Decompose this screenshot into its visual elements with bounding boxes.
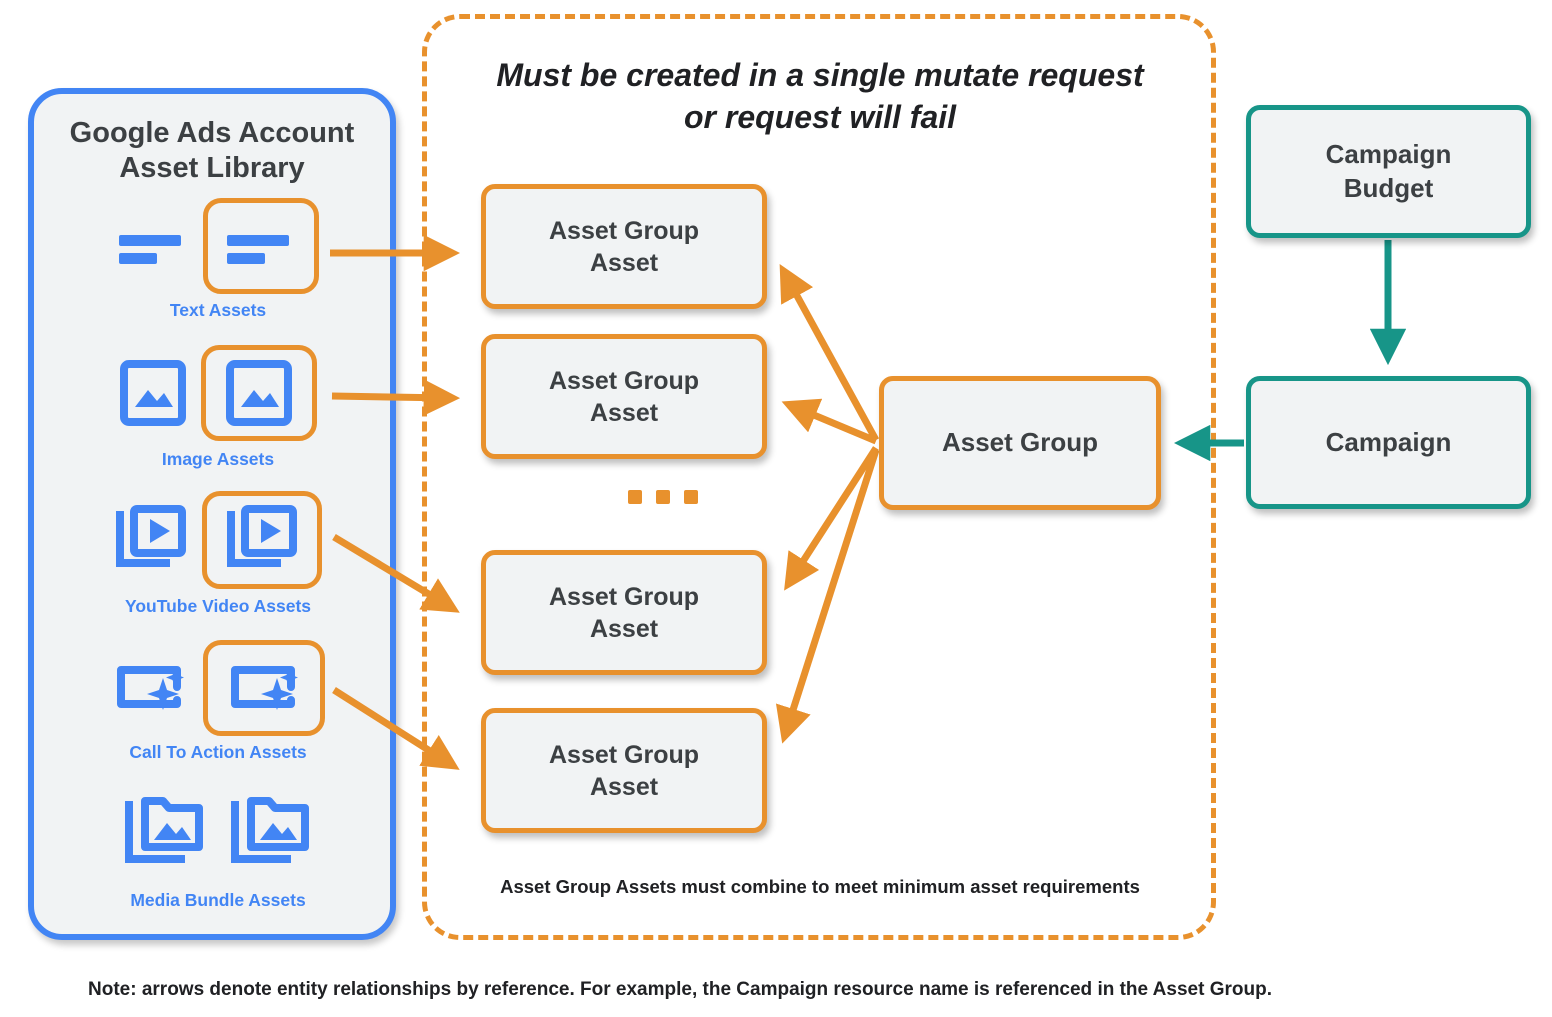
asset-group-asset-node-2-label: Asset Group Asset [549, 365, 699, 429]
single-mutate-request-container [422, 14, 1216, 940]
sidebar-item-text-assets[interactable]: Text Assets [0, 198, 424, 320]
arrow-asset-group-to-asset-3 [784, 446, 879, 591]
sidebar-item-label-media-bundle-assets: Media Bundle Assets [130, 890, 306, 910]
arrow-asset-group-to-asset-2 [781, 398, 878, 445]
sidebar-title: Google Ads Account Asset Library [40, 116, 384, 187]
campaign-budget-node[interactable]: Campaign Budget [1246, 105, 1531, 238]
asset-group-asset-node-1-label: Asset Group Asset [549, 215, 699, 279]
campaign-node[interactable]: Campaign [1246, 376, 1531, 509]
text-asset-icon [117, 221, 189, 271]
asset-group-asset-node-3-line2: Asset [589, 614, 659, 643]
sidebar-item-image-assets[interactable]: Image Assets [0, 345, 424, 469]
asset-group-asset-node-4-label: Asset Group Asset [549, 739, 699, 803]
media-bundle-asset-icon-2 [229, 793, 313, 871]
mutate-container-title-line2: or request will fail [683, 98, 957, 135]
asset-group-asset-node-3-label: Asset Group Asset [549, 581, 699, 645]
video-asset-icon [114, 505, 188, 575]
campaign-budget-node-label: Campaign Budget [1326, 138, 1452, 205]
asset-group-asset-node-2-line1: Asset Group [548, 366, 700, 395]
sidebar-item-label-call-to-action-assets: Call To Action Assets [129, 742, 307, 762]
mutate-container-title: Must be created in a single mutate reque… [440, 55, 1200, 138]
video-asset-icon-selected[interactable] [202, 491, 322, 589]
sidebar-title-line1: Google Ads Account [69, 117, 355, 149]
call-to-action-asset-icon-selected[interactable] [203, 640, 325, 736]
ellipsis-dot-2 [656, 490, 670, 504]
asset-group-asset-node-2-line2: Asset [589, 398, 659, 427]
sidebar-item-label-youtube-video-assets: YouTube Video Assets [124, 596, 312, 616]
asset-group-node-label: Asset Group [941, 427, 1099, 458]
mutate-container-footnote: Asset Group Assets must combine to meet … [500, 876, 1140, 897]
google-ads-asset-library-panel [28, 88, 396, 940]
asset-group-node[interactable]: Asset Group [879, 376, 1161, 510]
asset-group-asset-node-1-line1: Asset Group [548, 216, 700, 245]
image-asset-icon [119, 359, 187, 427]
campaign-budget-line1: Campaign [1325, 139, 1452, 170]
asset-group-asset-node-1-line2: Asset [589, 248, 659, 277]
sidebar-item-youtube-video-assets[interactable]: YouTube Video Assets [0, 491, 424, 616]
asset-group-asset-node-1[interactable]: Asset Group Asset [481, 184, 767, 309]
campaign-node-label: Campaign [1325, 426, 1452, 457]
asset-group-asset-node-2[interactable]: Asset Group Asset [481, 334, 767, 459]
ellipsis-dot-1 [628, 490, 642, 504]
arrow-cta-asset-to-asset-group-asset [332, 687, 460, 770]
image-asset-icon-selected[interactable] [201, 345, 317, 441]
sidebar-item-label-image-assets: Image Assets [161, 449, 275, 469]
ellipsis-dot-3 [684, 490, 698, 504]
call-to-action-asset-icon [111, 660, 189, 716]
mutate-container-title-line1: Must be created in a single mutate reque… [496, 57, 1144, 93]
arrow-asset-group-to-asset-1 [779, 264, 880, 442]
campaign-budget-line2: Budget [1343, 172, 1434, 203]
sidebar-item-media-bundle-assets[interactable]: Media Bundle Assets [0, 784, 424, 910]
asset-group-asset-node-4-line2: Asset [589, 772, 659, 801]
asset-group-assets-ellipsis [628, 490, 698, 504]
media-bundle-asset-icon [123, 793, 207, 871]
asset-group-asset-node-4[interactable]: Asset Group Asset [481, 708, 767, 833]
asset-group-asset-node-3[interactable]: Asset Group Asset [481, 550, 767, 675]
asset-group-asset-node-4-line1: Asset Group [548, 740, 700, 769]
arrow-asset-group-to-asset-4 [775, 448, 880, 744]
diagram-note: Note: arrows denote entity relationships… [88, 979, 1272, 1000]
asset-group-asset-node-3-line1: Asset Group [548, 582, 700, 611]
text-asset-icon-selected[interactable] [203, 198, 319, 294]
sidebar-title-line2: Asset Library [119, 152, 305, 185]
sidebar-item-label-text-assets: Text Assets [169, 300, 267, 320]
arrow-video-asset-to-asset-group-asset [332, 534, 460, 613]
arrow-image-asset-to-asset-group-asset [331, 379, 461, 416]
sidebar-item-call-to-action-assets[interactable]: Call To Action Assets [0, 640, 424, 762]
